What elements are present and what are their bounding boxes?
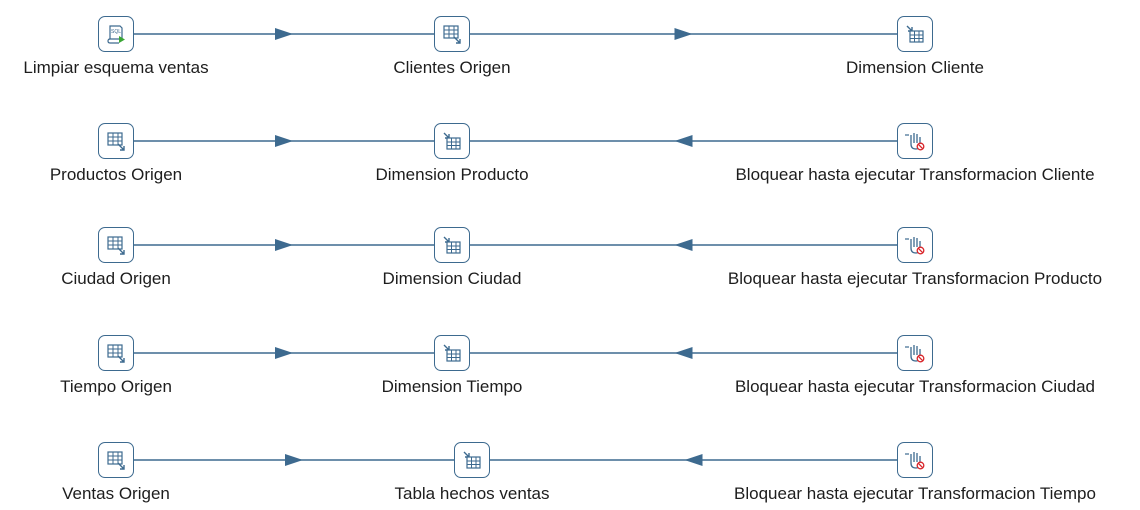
step-tiempo-origen[interactable]: Tiempo Origen [60,335,172,396]
table-input-icon[interactable] [434,16,470,52]
block-until-done-icon[interactable] [897,442,933,478]
step-limpiar-esquema-ventas[interactable]: SQL Limpiar esquema ventas [23,16,209,77]
block-until-done-icon[interactable] [897,335,933,371]
step-dimension-cliente[interactable]: Dimension Cliente [846,16,984,77]
step-label: Bloquear hasta ejecutar Transformacion C… [734,377,1096,396]
step-label: Dimension Tiempo [381,377,523,396]
table-output-icon[interactable] [434,123,470,159]
step-bloquear-tiempo[interactable]: Bloquear hasta ejecutar Transformacion T… [734,442,1096,503]
step-label: Clientes Origen [393,58,511,77]
step-label: Dimension Cliente [846,58,984,77]
step-label: Bloquear hasta ejecutar Transformacion T… [734,484,1096,503]
step-bloquear-cliente[interactable]: Bloquear hasta ejecutar Transformacion C… [735,123,1095,184]
block-until-done-icon[interactable] [897,123,933,159]
step-ventas-origen[interactable]: Ventas Origen [62,442,170,503]
step-productos-origen[interactable]: Productos Origen [50,123,182,184]
table-input-icon[interactable] [98,335,134,371]
hop-arrow [674,239,693,251]
step-label: Tiempo Origen [60,377,172,396]
table-output-icon[interactable] [454,442,490,478]
table-input-icon[interactable] [98,123,134,159]
hop-arrow [285,454,303,466]
step-tabla-hechos-ventas[interactable]: Tabla hechos ventas [395,442,550,503]
svg-text:SQL: SQL [111,29,121,35]
step-label: Ciudad Origen [61,269,171,288]
step-clientes-origen[interactable]: Clientes Origen [393,16,511,77]
block-until-done-icon[interactable] [897,227,933,263]
hop-arrow [674,347,693,359]
hop-arrow [674,28,693,40]
step-label: Dimension Ciudad [382,269,522,288]
table-output-icon[interactable] [897,16,933,52]
hop-arrow [684,454,703,466]
step-label: Limpiar esquema ventas [23,58,209,77]
hop-arrow [275,347,293,359]
hop-arrow [275,28,293,40]
table-output-icon[interactable] [434,335,470,371]
sql-script-icon[interactable]: SQL [98,16,134,52]
step-ciudad-origen[interactable]: Ciudad Origen [61,227,171,288]
hop-arrow [275,135,293,147]
step-label: Tabla hechos ventas [394,484,550,503]
step-label: Bloquear hasta ejecutar Transformacion C… [735,165,1095,184]
hop-arrow [275,239,293,251]
table-input-icon[interactable] [98,227,134,263]
step-dimension-ciudad[interactable]: Dimension Ciudad [383,227,521,288]
step-bloquear-ciudad[interactable]: Bloquear hasta ejecutar Transformacion C… [735,335,1095,396]
step-label: Productos Origen [49,165,183,184]
hop-arrow [674,135,693,147]
table-output-icon[interactable] [434,227,470,263]
table-input-icon[interactable] [98,442,134,478]
step-dimension-tiempo[interactable]: Dimension Tiempo [382,335,522,396]
step-label: Ventas Origen [62,484,170,503]
step-dimension-producto[interactable]: Dimension Producto [375,123,529,184]
step-label: Dimension Producto [375,165,529,184]
step-label: Bloquear hasta ejecutar Transformacion P… [727,269,1103,288]
step-bloquear-producto[interactable]: Bloquear hasta ejecutar Transformacion P… [728,227,1102,288]
